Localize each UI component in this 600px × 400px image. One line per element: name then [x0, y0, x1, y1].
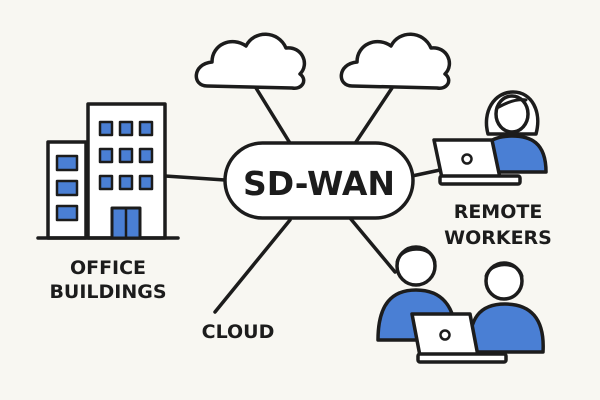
remote-label-line2: WORKERS — [444, 227, 552, 249]
cloud-right-icon — [339, 32, 452, 90]
link-remote-top — [410, 168, 442, 178]
link-cloud-left — [254, 86, 295, 150]
hub-capsule — [223, 141, 415, 220]
person-left-head — [395, 245, 437, 287]
laptop-logo-icon — [461, 153, 473, 165]
laptop-logo-bottom-icon — [439, 329, 451, 341]
office-label-line2: BUILDINGS — [49, 281, 166, 303]
hub-label: SD-WAN — [243, 164, 395, 203]
cloud-label: CLOUD — [202, 321, 275, 343]
sd-wan-hub: SD-WAN — [223, 141, 415, 220]
office-buildings-icon — [36, 102, 180, 240]
remote-workers-bottom-icon — [376, 245, 545, 364]
remote-worker-top-icon — [432, 90, 548, 186]
link-cloud-bottom — [213, 218, 292, 314]
remote-label-line1: REMOTE — [454, 201, 543, 223]
cloud-left-icon — [194, 32, 307, 90]
laptop-base-bottom — [416, 352, 508, 364]
link-office — [163, 174, 227, 182]
person-right-body — [468, 302, 545, 354]
connection-lines — [163, 86, 442, 314]
building-short-windows — [55, 154, 79, 222]
link-cloud-right — [350, 86, 394, 150]
laptop-base — [438, 174, 522, 186]
building-tall-windows — [98, 120, 154, 191]
link-remote-bottom — [348, 216, 397, 274]
person-right-head — [484, 261, 524, 301]
office-label-line1: OFFICE — [70, 257, 146, 279]
